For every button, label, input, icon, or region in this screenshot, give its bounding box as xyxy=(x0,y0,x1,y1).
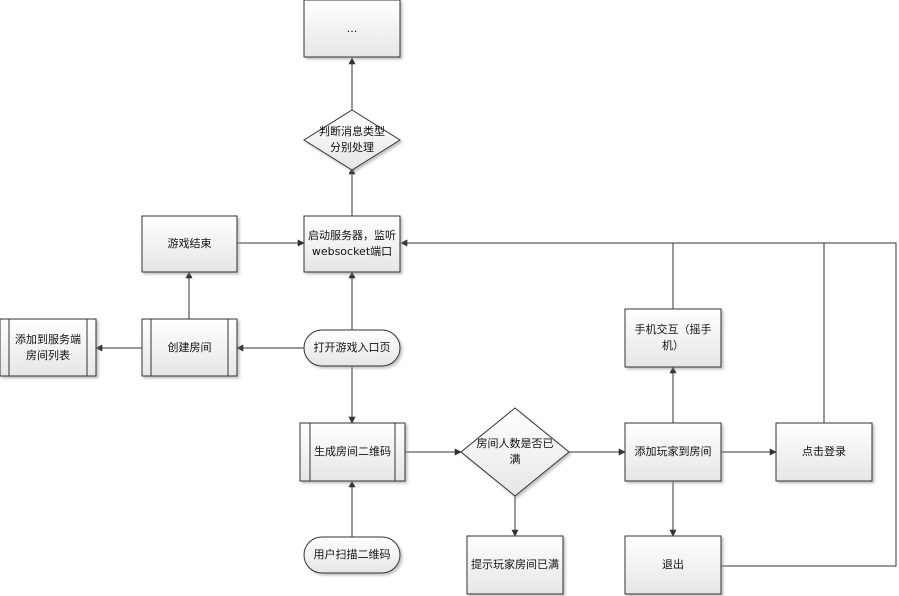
decision-msg-type xyxy=(303,109,401,171)
game-over-box xyxy=(141,215,238,273)
add-to-server-box xyxy=(0,318,97,377)
open-entry-terminator xyxy=(303,329,401,367)
phone-interact-box xyxy=(624,308,722,368)
click-login-box xyxy=(775,422,873,482)
room-full-tip-box xyxy=(466,535,564,595)
create-room-box xyxy=(141,318,238,377)
edge-exit-to-server xyxy=(400,239,897,567)
add-player-box xyxy=(624,422,722,482)
decision-room-full xyxy=(460,407,570,497)
top-box xyxy=(303,0,401,58)
start-server-box xyxy=(303,215,401,273)
scan-qr-terminator xyxy=(303,536,401,574)
gen-qr-box xyxy=(299,422,406,482)
exit-box xyxy=(624,535,722,595)
